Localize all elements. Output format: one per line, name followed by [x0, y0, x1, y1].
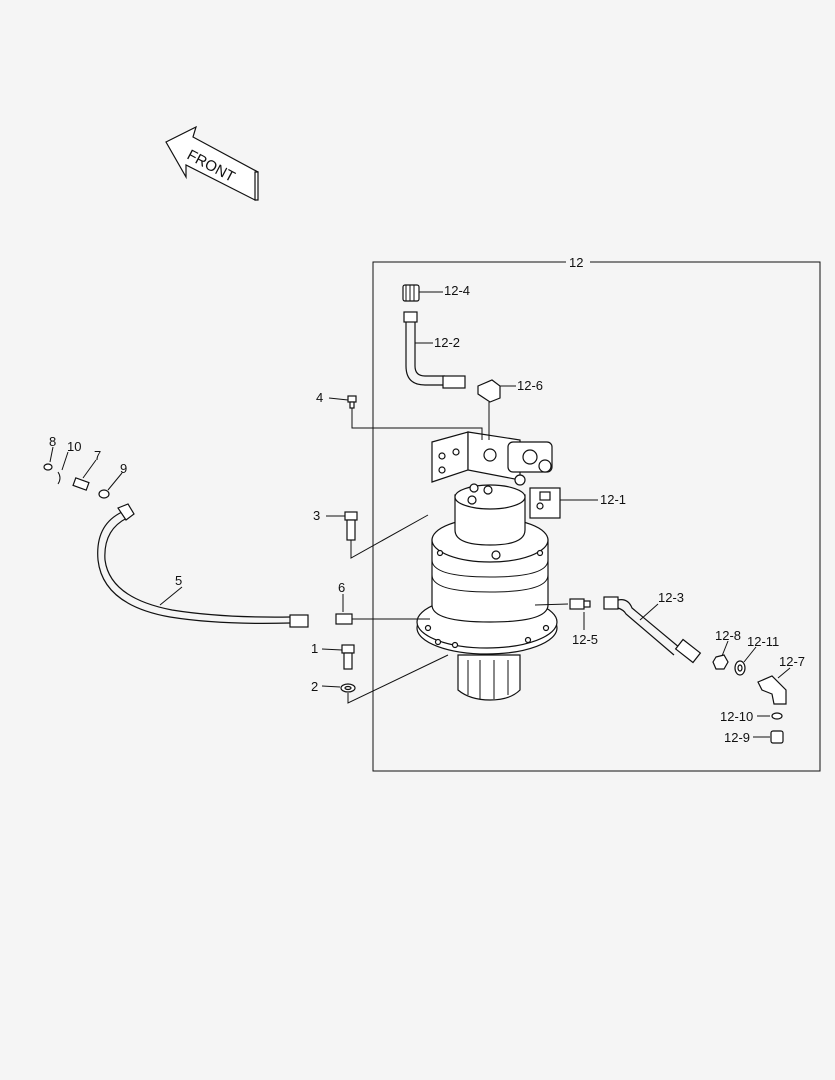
part-12-8: 12-8	[712, 628, 741, 670]
callout-6: 6	[338, 580, 345, 595]
part-12-5: 12-5	[534, 598, 598, 647]
part-12-9: 12-9	[724, 730, 784, 745]
part-12-6: 12-6	[477, 378, 543, 440]
callout-12-5: 12-5	[572, 632, 598, 647]
part-9: 9	[98, 461, 127, 499]
group-12-frame: 12	[372, 255, 821, 772]
part-6: 6	[335, 580, 430, 625]
callout-10: 10	[67, 439, 81, 454]
part-1: 1	[311, 641, 355, 670]
front-arrow: FRONT	[165, 125, 259, 201]
callout-2: 2	[311, 679, 318, 694]
part-4: 4	[316, 390, 483, 440]
callout-5: 5	[175, 573, 182, 588]
callout-3: 3	[313, 508, 320, 523]
part-5: 5	[97, 503, 309, 628]
part-8: 8	[43, 434, 56, 471]
callout-12-10: 12-10	[720, 709, 753, 724]
part-12-7: 12-7	[757, 654, 805, 705]
callout-8: 8	[49, 434, 56, 449]
part-12-3: 12-3	[603, 590, 702, 664]
part-12-2: 12-2	[403, 311, 466, 389]
callout-12-2: 12-2	[434, 335, 460, 350]
swing-motor-assembly	[416, 431, 561, 701]
part-12-11: 12-11	[734, 634, 779, 676]
callout-4: 4	[316, 390, 323, 405]
part-10: 10	[57, 439, 81, 485]
callout-12: 12	[569, 255, 583, 270]
callout-12-4: 12-4	[444, 283, 470, 298]
callout-12-8: 12-8	[715, 628, 741, 643]
part-2: 2	[311, 654, 449, 704]
callout-12-1: 12-1	[600, 492, 626, 507]
part-12-4: 12-4	[402, 283, 470, 302]
callout-9: 9	[120, 461, 127, 476]
callout-1: 1	[311, 641, 318, 656]
callout-12-6: 12-6	[517, 378, 543, 393]
part-3: 3	[313, 508, 429, 559]
part-12-10: 12-10	[720, 709, 783, 724]
callout-12-11: 12-11	[747, 634, 779, 649]
callout-7: 7	[94, 448, 101, 463]
part-7: 7	[72, 448, 101, 491]
callout-12-7: 12-7	[779, 654, 805, 669]
callout-12-3: 12-3	[658, 590, 684, 605]
callout-12-9: 12-9	[724, 730, 750, 745]
